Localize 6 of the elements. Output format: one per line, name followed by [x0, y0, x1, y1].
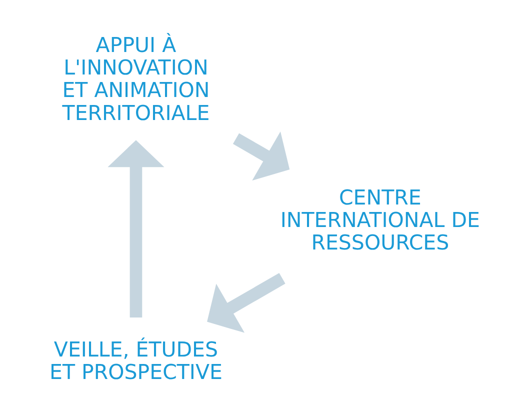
arrow	[232, 131, 290, 180]
node-text: APPUI À L'INNOVATION ET ANIMATION TERRITORIALE	[62, 32, 210, 124]
node-text: CENTRE INTERNATIONAL DE RESSOURCES	[280, 184, 480, 254]
node-text: VEILLE, ÉTUDES ET PROSPECTIVE	[50, 337, 222, 384]
arrow	[108, 140, 164, 317]
arrow	[207, 272, 286, 332]
